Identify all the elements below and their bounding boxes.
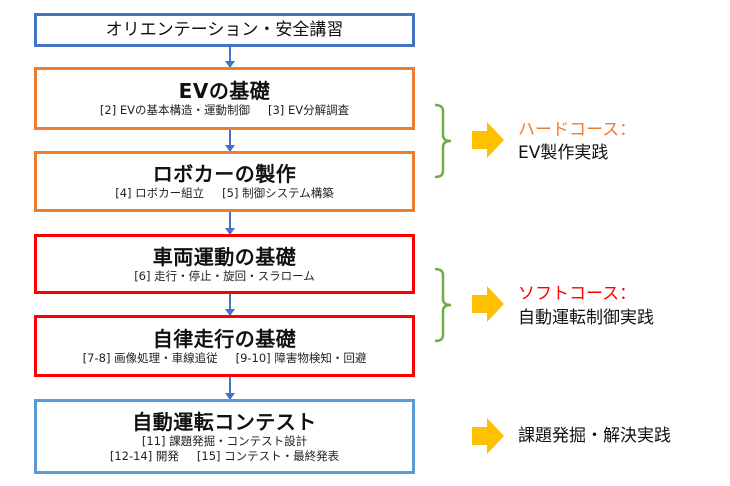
soft-course-description: 自動運転制御実践 bbox=[518, 308, 654, 328]
contest-outcome: 課題発掘・解決実践 bbox=[518, 426, 671, 446]
step-item: [12-14] 開発 bbox=[109, 448, 179, 463]
step-items: [12-14] 開発 [15] コンテスト・最終発表 bbox=[110, 449, 339, 464]
soft-course-name: ソフトコース： bbox=[518, 284, 637, 304]
step-title: EVの基礎 bbox=[178, 79, 271, 103]
step-item: [5] 制御システム構築 bbox=[222, 186, 334, 200]
step-item: [3] EV分解調査 bbox=[268, 103, 350, 117]
step-items: [7-8] 画像処理・車線追従 [9-10] 障害物検知・回避 bbox=[83, 351, 367, 366]
connector-arrow bbox=[225, 212, 235, 235]
step-ev-basics: EVの基礎 [2] EVの基本構造・運動制御 [3] EV分解調査 bbox=[34, 67, 415, 130]
step-robocar-build: ロボカーの製作 [4] ロボカー組立 [5] 制御システム構築 bbox=[34, 151, 415, 212]
step-items: [11] 課題発掘・コンテスト設計 bbox=[142, 434, 307, 449]
brace-icon bbox=[434, 267, 452, 343]
arrow-right-icon bbox=[472, 418, 504, 454]
step-item: [6] 走行・停止・旋回・スラローム bbox=[134, 268, 315, 283]
hard-course-description: EV製作実践 bbox=[518, 143, 609, 163]
step-item: [7-8] 画像処理・車線追従 bbox=[82, 350, 218, 365]
step-contest: 自動運転コンテスト [11] 課題発掘・コンテスト設計 [12-14] 開発[1… bbox=[34, 399, 415, 474]
step-items: [4] ロボカー組立 [5] 制御システム構築 bbox=[115, 186, 334, 201]
step-item: [15] コンテスト・最終発表 bbox=[196, 448, 340, 463]
hard-course-name: ハードコース： bbox=[518, 120, 637, 140]
connector-arrow bbox=[225, 377, 235, 400]
step-orientation: オリエンテーション・安全講習 bbox=[34, 13, 415, 47]
step-item: [11] 課題発掘・コンテスト設計 bbox=[141, 433, 308, 448]
connector-arrow bbox=[225, 47, 235, 68]
connector-arrow bbox=[225, 294, 235, 316]
connector-arrow bbox=[225, 130, 235, 152]
step-items: [6] 走行・停止・旋回・スラローム bbox=[134, 269, 315, 284]
step-autonomous-basics: 自律走行の基礎 [7-8] 画像処理・車線追従 [9-10] 障害物検知・回避 bbox=[34, 315, 415, 377]
step-title: オリエンテーション・安全講習 bbox=[105, 20, 344, 40]
step-item: [2] EVの基本構造・運動制御 bbox=[99, 103, 250, 117]
step-vehicle-dynamics: 車両運動の基礎 [6] 走行・停止・旋回・スラローム bbox=[34, 234, 415, 294]
step-title: 自動運転コンテスト bbox=[132, 409, 317, 434]
step-title: 自律走行の基礎 bbox=[152, 326, 297, 351]
arrow-right-icon bbox=[472, 122, 504, 158]
step-title: ロボカーの製作 bbox=[152, 162, 297, 186]
step-items: [2] EVの基本構造・運動制御 [3] EV分解調査 bbox=[100, 103, 349, 118]
step-item: [4] ロボカー組立 bbox=[115, 186, 205, 200]
brace-icon bbox=[434, 103, 452, 179]
step-title: 車両運動の基礎 bbox=[152, 244, 297, 269]
arrow-right-icon bbox=[472, 286, 504, 322]
step-item: [9-10] 障害物検知・回避 bbox=[235, 350, 367, 365]
